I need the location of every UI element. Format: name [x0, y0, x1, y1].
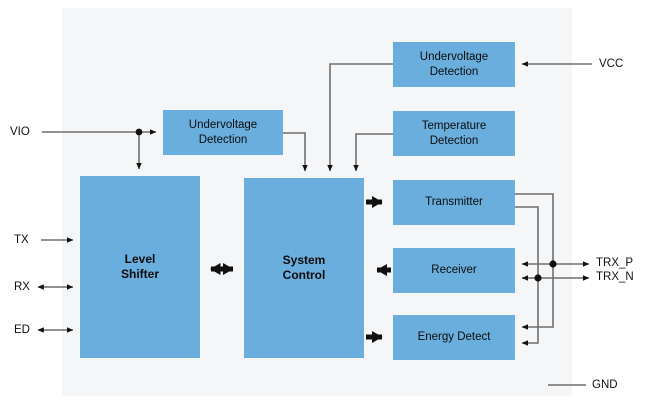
block-undervoltage-vio-line2: Detection [198, 133, 248, 146]
block-transmitter-label: Transmitter [425, 196, 483, 209]
block-undervoltage-detection-vcc[interactable]: Undervoltage Detection [393, 42, 515, 87]
pin-label-vio: VIO [10, 126, 30, 138]
block-energy-detect-label: Energy Detect [417, 331, 491, 344]
pin-label-tx: TX [14, 234, 29, 246]
block-undervoltage-vio-line1: Undervoltage [188, 119, 258, 132]
block-energy-detect[interactable]: Energy Detect [393, 315, 515, 360]
pin-label-ed: ED [14, 324, 30, 336]
block-level-shifter-line2: Shifter [120, 267, 159, 281]
block-level-shifter[interactable]: Level Shifter [80, 176, 200, 358]
block-undervoltage-vcc-line1: Undervoltage [419, 51, 489, 64]
block-system-control[interactable]: System Control [244, 178, 364, 358]
pin-label-trx-n: TRX_N [596, 271, 634, 283]
block-temperature-line1: Temperature [421, 120, 487, 133]
block-undervoltage-vcc-line2: Detection [429, 65, 479, 78]
block-transmitter[interactable]: Transmitter [393, 180, 515, 225]
block-system-control-line2: Control [282, 268, 326, 282]
block-temperature-detection[interactable]: Temperature Detection [393, 111, 515, 156]
block-temperature-line2: Detection [429, 134, 479, 147]
pin-label-rx: RX [14, 281, 30, 293]
block-receiver-label: Receiver [431, 264, 477, 277]
block-receiver[interactable]: Receiver [393, 248, 515, 293]
block-undervoltage-detection-vio[interactable]: Undervoltage Detection [163, 110, 283, 155]
pin-label-gnd: GND [592, 379, 618, 391]
pin-label-vcc: VCC [599, 58, 624, 70]
pin-label-trx-p: TRX_P [596, 257, 634, 269]
block-system-control-line1: System [282, 253, 326, 267]
block-level-shifter-line1: Level [124, 252, 156, 266]
